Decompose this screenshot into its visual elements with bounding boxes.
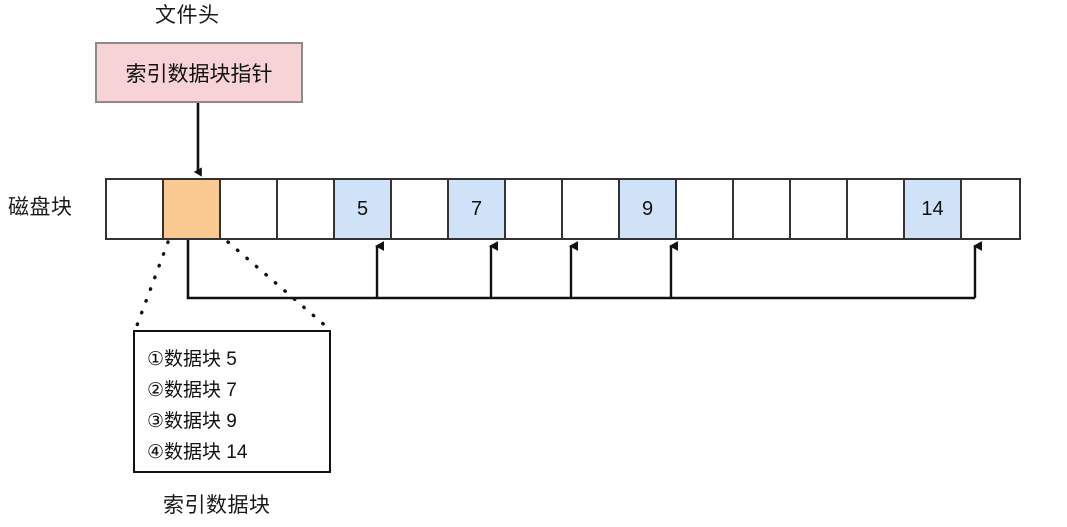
disk-cell-empty [563,180,620,238]
disk-cell-empty [962,180,1019,238]
disk-cell-empty [107,180,164,238]
disk-cell-data-block-9: 9 [620,180,677,238]
index-block-pointer-label: 索引数据块指针 [125,62,273,86]
disk-cell-empty [392,180,449,238]
index-entry-2: ②数据块 7 [147,380,237,401]
disk-cell-empty [506,180,563,238]
disk-cell-empty [221,180,278,238]
index-data-block-caption: 索引数据块 [163,494,271,517]
disk-cell-index-block [164,180,221,238]
disk-cell-data-block-7: 7 [449,180,506,238]
disk-cell-data-block-5: 5 [335,180,392,238]
disk-block-row-label: 磁盘块 [8,196,73,219]
disk-cell-empty [791,180,848,238]
file-header-title: 文件头 [155,4,220,27]
index-block-pointer-box: 索引数据块指针 [95,42,303,103]
index-bus-line [186,240,975,300]
index-entry-1: ①数据块 5 [147,349,237,370]
index-entry-4: ④数据块 14 [147,442,248,463]
index-data-block-box: ①数据块 5 ②数据块 7 ③数据块 9 ④数据块 14 [133,330,331,473]
disk-cell-empty [677,180,734,238]
callout-dotted-right [226,240,330,330]
disk-cell-empty [278,180,335,238]
disk-cell-data-block-14: 14 [905,180,962,238]
disk-cell-empty [848,180,905,238]
callout-dotted-left [134,240,170,330]
disk-cell-empty [734,180,791,238]
index-entry-3: ③数据块 9 [147,411,237,432]
